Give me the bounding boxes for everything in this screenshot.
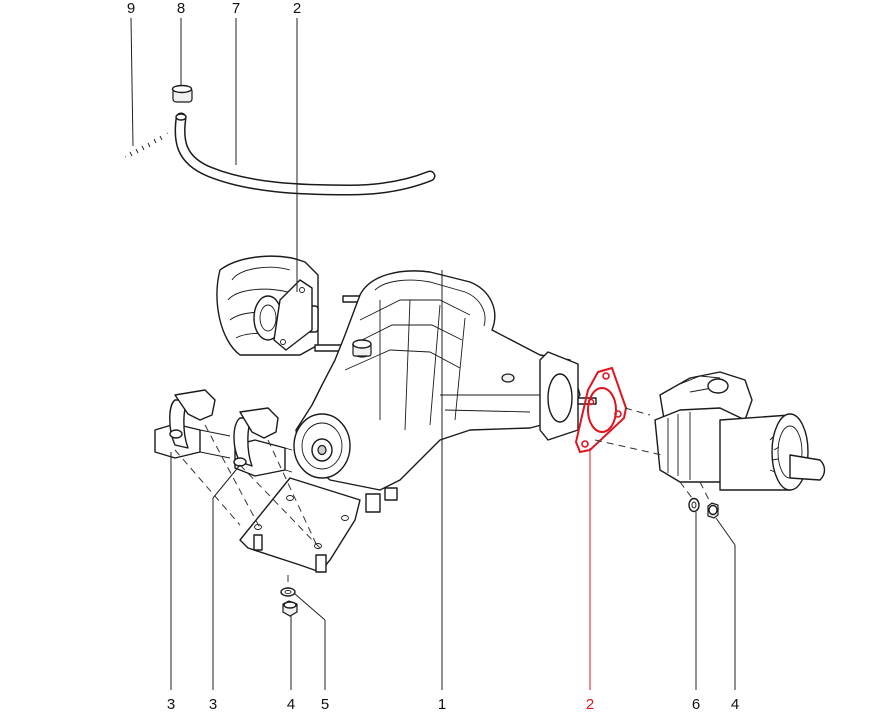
callout-1: 1 bbox=[438, 696, 446, 713]
callouts-top: 9 8 7 2 bbox=[127, 0, 301, 17]
leader-lines bbox=[130, 17, 736, 690]
callout-4-bottom: 4 bbox=[287, 696, 295, 713]
rear-propshaft-coupling bbox=[654, 371, 826, 491]
callout-3-right: 3 bbox=[209, 696, 217, 713]
part-1-differential-housing bbox=[293, 270, 597, 513]
callout-5: 5 bbox=[321, 696, 329, 713]
part-5-washer bbox=[280, 587, 296, 597]
part-2-gasket-highlighted bbox=[574, 366, 628, 454]
part-4-nut-right bbox=[707, 502, 719, 519]
part-6-washer bbox=[688, 497, 700, 513]
callout-8: 8 bbox=[177, 0, 185, 17]
part-3-bushing-left bbox=[154, 389, 231, 459]
callout-7: 7 bbox=[232, 0, 240, 17]
callout-2-highlighted: 2 bbox=[586, 696, 594, 713]
part-9-pin bbox=[124, 131, 169, 159]
callout-6: 6 bbox=[692, 696, 700, 713]
callout-2-top: 2 bbox=[293, 0, 301, 17]
part-3-bushing-right bbox=[233, 407, 293, 477]
callout-3-left: 3 bbox=[167, 696, 175, 713]
mounting-plate bbox=[239, 477, 361, 573]
part-7-hose bbox=[174, 112, 436, 196]
part-8-cap bbox=[171, 84, 193, 103]
assembly-dash-lines bbox=[174, 407, 711, 588]
callout-4-right: 4 bbox=[731, 696, 739, 713]
callout-9: 9 bbox=[127, 0, 135, 17]
part-4-nut-bottom bbox=[282, 600, 298, 617]
callouts-bottom: 3 3 4 5 1 2 6 4 bbox=[167, 696, 739, 713]
front-propshaft-flange bbox=[216, 255, 319, 356]
